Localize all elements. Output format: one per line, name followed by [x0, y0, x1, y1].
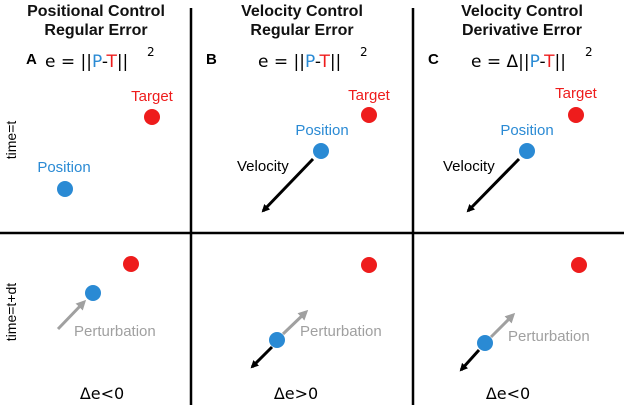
target-label: Target	[555, 85, 598, 102]
column-c-title-line2: Derivative Error	[462, 22, 582, 39]
column-b: Velocity Control Regular Error B e = ||P…	[206, 3, 391, 403]
position-dot	[85, 285, 101, 301]
target-dot	[361, 107, 377, 123]
column-a-title-line2: Regular Error	[44, 22, 147, 39]
delta-e-b: Δe>0	[274, 384, 318, 403]
column-a-equation: e = ||P-T||	[45, 52, 128, 72]
target-dot	[568, 107, 584, 123]
eq-p: P	[530, 52, 540, 72]
perturbation-arrow	[281, 309, 309, 336]
column-c-title-line1: Velocity Control	[461, 3, 583, 20]
perturbation-arrow	[489, 312, 516, 339]
target-dot	[361, 257, 377, 273]
row-label-time-t: time=t	[3, 121, 19, 160]
velocity-arrow	[466, 157, 521, 213]
position-dot	[477, 335, 493, 351]
target-dot	[571, 257, 587, 273]
position-label: Position	[500, 122, 553, 139]
velocity-label: Velocity	[237, 158, 289, 175]
perturbation-arrow	[56, 299, 87, 331]
eq-t: T	[105, 52, 117, 72]
panel-letter-c: C	[428, 51, 439, 68]
eq-t: T	[543, 52, 555, 72]
column-b-equation-power: 2	[360, 45, 368, 59]
position-label: Position	[295, 122, 348, 139]
column-c-equation-power: 2	[585, 45, 593, 59]
panel-letter-b: B	[206, 51, 217, 68]
eq-t: T	[318, 52, 330, 72]
position-label: Position	[37, 159, 90, 176]
column-b-title-line1: Velocity Control	[241, 3, 363, 20]
perturbation-label: Perturbation	[300, 323, 382, 340]
delta-e-c: Δe<0	[486, 384, 530, 403]
eq-p: P	[92, 52, 102, 72]
column-c-equation: e = Δ||P-T||	[471, 52, 566, 72]
velocity-label: Velocity	[443, 158, 495, 175]
velocity-arrow	[459, 348, 481, 372]
delta-e-a: Δe<0	[80, 384, 124, 403]
eq-p: P	[305, 52, 315, 72]
position-dot	[313, 143, 329, 159]
target-label: Target	[131, 88, 174, 105]
perturbation-label: Perturbation	[74, 323, 156, 340]
column-b-equation: e = ||P-T||	[258, 52, 341, 72]
position-dot	[519, 143, 535, 159]
velocity-arrow	[250, 345, 274, 369]
perturbation-label: Perturbation	[508, 328, 590, 345]
target-dot	[144, 109, 160, 125]
target-label: Target	[348, 87, 391, 104]
panel-letter-a: A	[26, 51, 37, 68]
column-a: Positional Control Regular Error A e = |…	[26, 3, 174, 403]
column-a-equation-power: 2	[147, 45, 155, 59]
column-b-title-line2: Regular Error	[250, 22, 353, 39]
column-a-title-line1: Positional Control	[27, 3, 165, 20]
position-dot	[57, 181, 73, 197]
velocity-arrow	[261, 157, 315, 213]
target-dot	[123, 256, 139, 272]
position-dot	[269, 332, 285, 348]
column-c: Velocity Control Derivative Error C e = …	[428, 3, 598, 403]
row-label-time-t-dt: time=t+dt	[3, 283, 19, 341]
